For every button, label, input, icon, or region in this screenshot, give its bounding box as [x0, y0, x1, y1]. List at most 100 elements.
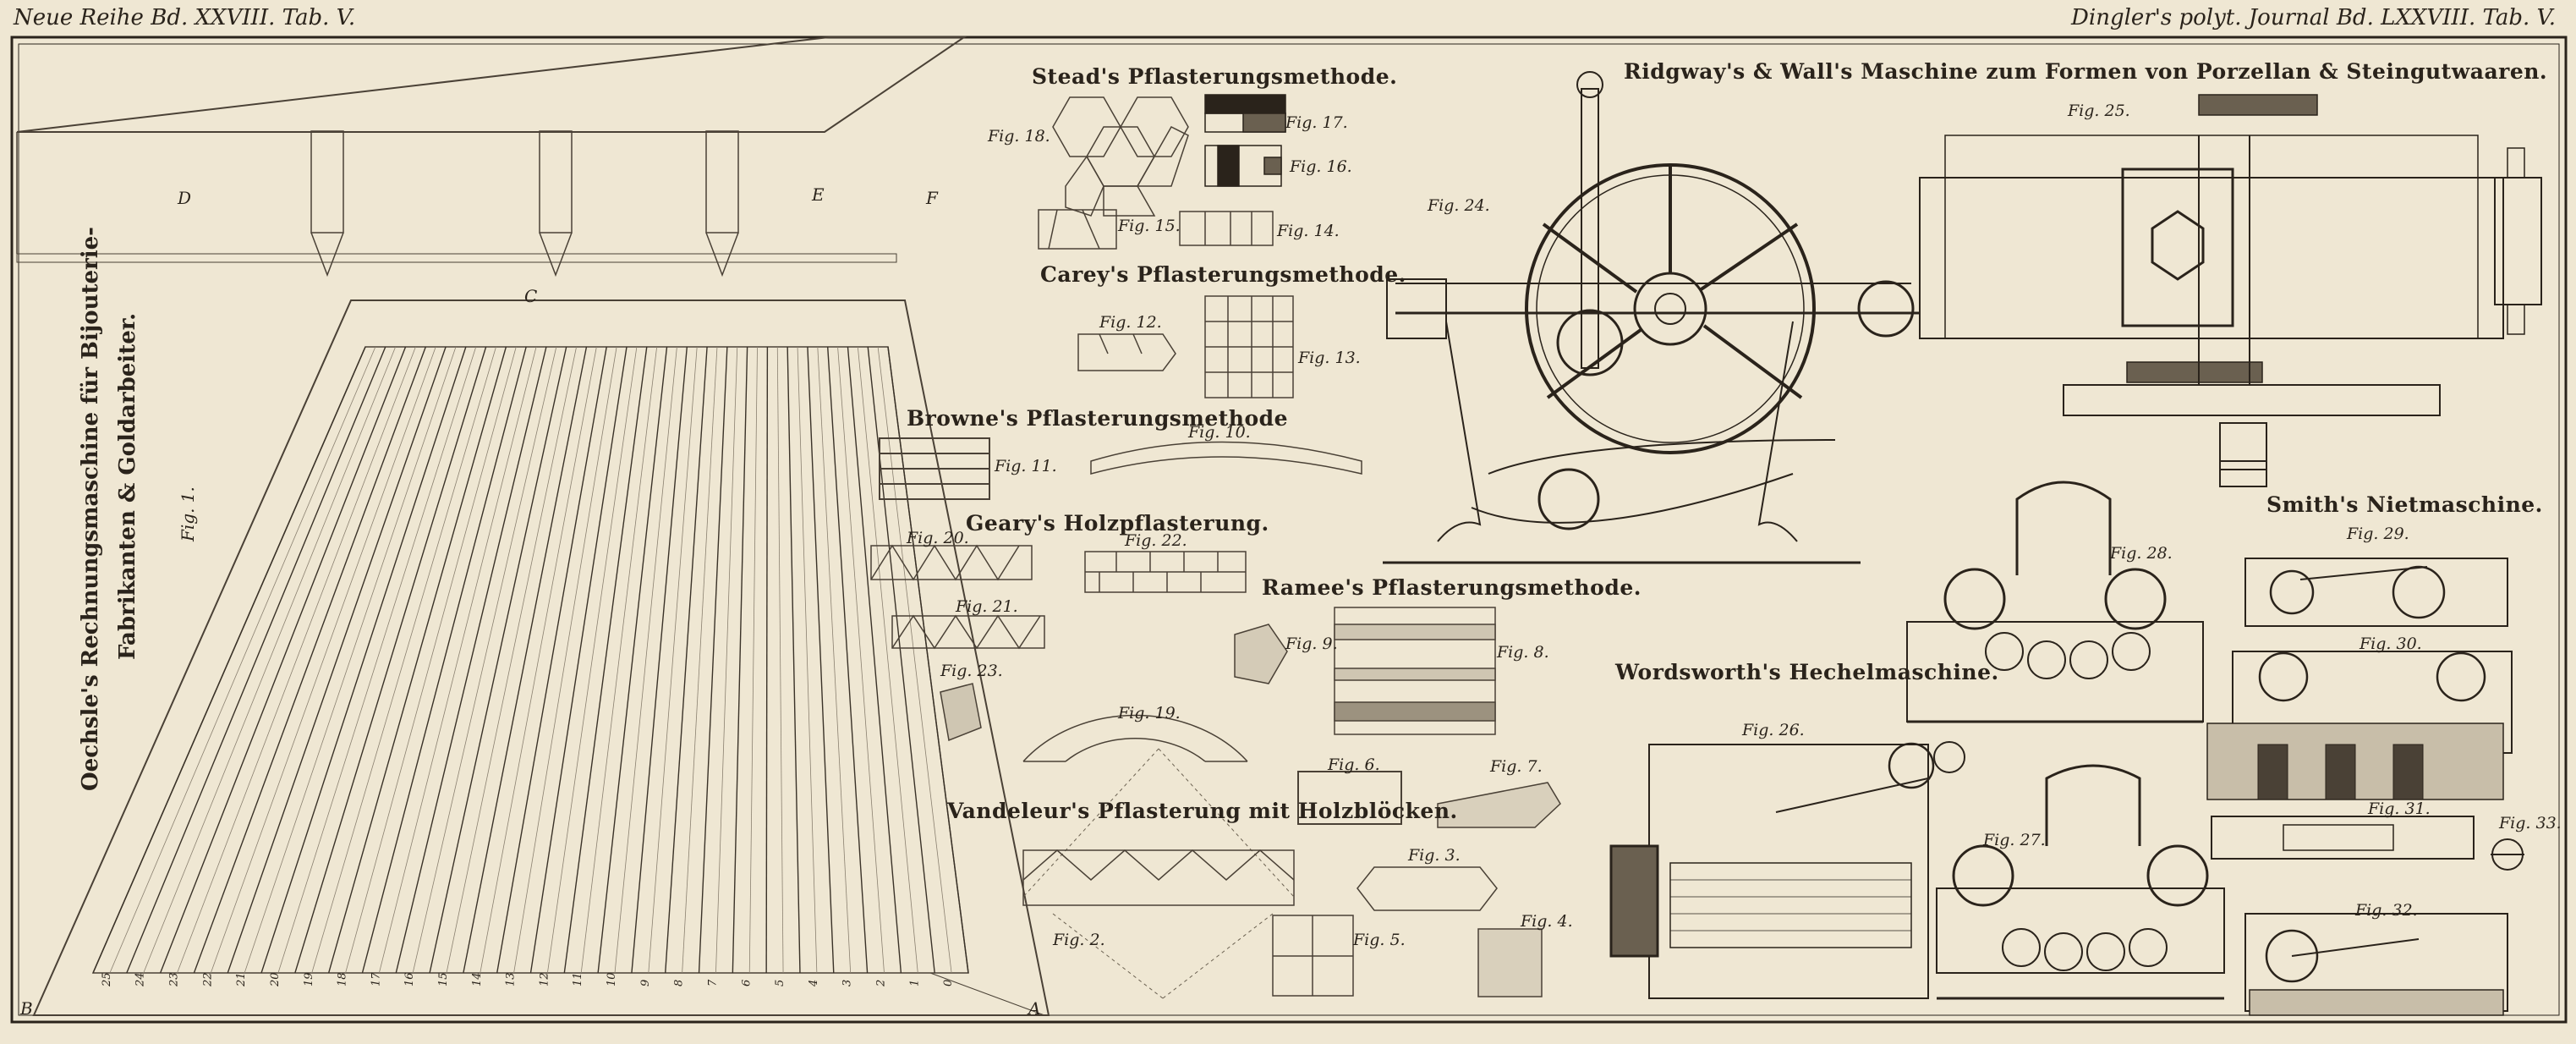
fig11-label: Fig. 11.: [995, 457, 1057, 475]
fig1-letter-d: D: [178, 188, 192, 208]
fig2-drawing: [1022, 748, 1295, 999]
fig15-label: Fig. 15.: [1118, 217, 1181, 235]
fig3-drawing: [1357, 866, 1498, 911]
fig1-scale-number: 20: [269, 972, 282, 987]
fig1-strip-line: [244, 346, 457, 974]
fig1-strip-line: [109, 346, 376, 974]
fig1-strip-line: [345, 346, 517, 974]
fig1-strip-line: [446, 346, 577, 974]
fig33-drawing: [2491, 838, 2524, 871]
fig19-label: Fig. 19.: [1118, 704, 1181, 723]
vandeleur-caption: Vandeleur's Pflasterung mit Holzblöcken.: [947, 799, 1458, 823]
fig21-label: Fig. 21.: [956, 597, 1018, 616]
fig1-scale-number: 19: [303, 972, 315, 986]
fig10-drawing: [1090, 441, 1362, 475]
fig1-strip-line: [867, 346, 935, 974]
fig1-scale-number: 17: [370, 972, 382, 986]
fig10-label: Fig. 10.: [1188, 423, 1251, 442]
fig1-strip-line: [826, 346, 869, 974]
fig1-strip-line: [698, 346, 728, 974]
fig23-drawing: [940, 683, 982, 742]
fig1-strip-line: [547, 346, 638, 974]
fig1-strip-line: [580, 346, 658, 974]
fig12-drawing: [1077, 333, 1176, 371]
fig16-drawing: [1204, 145, 1282, 187]
fig25-label: Fig. 25.: [2068, 102, 2130, 120]
fig1-scale-number: 3: [841, 980, 854, 986]
fig14-drawing: [1179, 211, 1274, 246]
fig15-drawing: [1038, 209, 1117, 250]
fig28-label: Fig. 28.: [2110, 544, 2173, 563]
stead-caption: Stead's Pflasterungsmethode.: [1032, 64, 1398, 89]
fig31-drawing: [2211, 816, 2475, 860]
fig1-strip-line: [177, 346, 416, 974]
fig17-label: Fig. 17.: [1285, 113, 1348, 132]
fig4-drawing: [1477, 928, 1543, 997]
fig1-scale-number: 7: [706, 979, 719, 986]
fig1-title-line1: Oechsle's Rechnungsmaschine für Bijouter…: [78, 227, 103, 791]
fig1-scale-number: 2: [874, 980, 887, 987]
fig1-label: Fig. 1.: [178, 486, 198, 541]
fig1-scale-number: 4: [808, 980, 820, 987]
ridgway-caption: Ridgway's & Wall's Maschine zum Formen v…: [1624, 59, 2548, 84]
fig7-label: Fig. 7.: [1490, 757, 1543, 776]
smith-caption: Smith's Nietmaschine.: [2266, 492, 2543, 517]
fig1-scale-number: 6: [740, 980, 753, 986]
fig1-strip-line: [378, 346, 537, 974]
fig1-drawing: [16, 36, 1050, 1016]
fig1-strip-line: [847, 346, 902, 974]
fig1-strip-line: [837, 346, 885, 974]
fig19-drawing: [1022, 714, 1248, 762]
fig1-strip-line: [260, 346, 467, 974]
fig1-scale-number: 1: [908, 980, 921, 986]
fig1-strip-line: [648, 346, 698, 974]
fig22-label: Fig. 22.: [1125, 531, 1187, 550]
fig1-strip-line: [797, 346, 818, 974]
fig1-title-line2: Fabrikanten & Goldarbeiter.: [115, 312, 140, 660]
fig1-strip-line: [877, 346, 952, 974]
ramee-caption: Ramee's Pflasterungsmethode.: [1262, 575, 1642, 600]
fig1-strip-line: [715, 346, 738, 974]
fig1-strip-line: [513, 346, 617, 974]
fig27-label: Fig. 27.: [1983, 831, 2046, 849]
fig1-strip-line: [748, 346, 758, 974]
fig1-scale-number: 21: [235, 972, 248, 987]
fig1-strip-line: [126, 346, 386, 974]
fig1-strip-line: [496, 346, 607, 974]
fig9-drawing: [1234, 624, 1288, 684]
browne-caption: Browne's Pflasterungsmethode: [907, 406, 1289, 431]
fig16-label: Fig. 16.: [1290, 157, 1352, 176]
fig1-strip-line: [732, 346, 748, 974]
fig1-scale-number: 18: [337, 972, 349, 986]
wordsworth-caption: Wordsworth's Hechelmaschine.: [1615, 660, 1999, 684]
fig1-scale-number: 9: [639, 980, 652, 986]
fig1-strip-line: [294, 346, 487, 974]
fig1-strip-line: [227, 346, 447, 974]
fig22-drawing: [1084, 551, 1247, 593]
plate-header-left: Neue Reihe Bd. XXVIII. Tab. V.: [14, 5, 356, 30]
fig1-scale-number: 24: [134, 972, 147, 987]
fig1-scale-number: 25: [101, 972, 113, 987]
fig1-strip-line: [277, 346, 477, 974]
fig1-scale-number: 12: [538, 972, 551, 986]
fig1-strip-line: [807, 346, 835, 974]
fig1-strip-line: [765, 346, 769, 974]
fig1-letter-c: C: [524, 286, 538, 306]
fig1-strip-line: [857, 346, 918, 974]
fig1-strip-line: [210, 346, 436, 974]
fig20-label: Fig. 20.: [907, 529, 969, 547]
fig29-label: Fig. 29.: [2347, 525, 2409, 543]
fig1-strip-line: [429, 346, 567, 974]
fig1-strip-line: [817, 346, 852, 974]
fig1-strip-line: [327, 346, 507, 974]
fig1-strip-line: [776, 346, 784, 974]
fig8-drawing: [1334, 607, 1496, 735]
fig1-scale-number: 10: [606, 972, 618, 986]
fig1-letter-f: F: [926, 188, 938, 208]
fig24-drawing: [1383, 71, 1920, 564]
fig3-label: Fig. 3.: [1408, 846, 1461, 865]
fig5-drawing: [1272, 915, 1354, 997]
fig1-strip-line: [563, 346, 648, 974]
plate-header-right: Dingler's polyt. Journal Bd. LXXVIII. Ta…: [2071, 5, 2556, 30]
fig1-scale-number: 8: [673, 980, 686, 986]
